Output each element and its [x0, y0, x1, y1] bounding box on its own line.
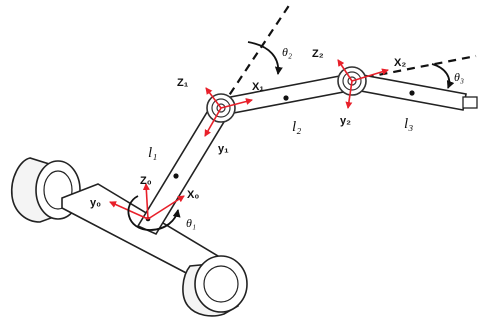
rotation-arrow-theta1	[127, 195, 181, 231]
label-y1: y₁	[218, 143, 229, 155]
end-effector	[462, 96, 478, 109]
front-wheel	[182, 255, 248, 317]
label-l2: l₂	[292, 119, 301, 135]
label-z0: Z₀	[140, 175, 152, 187]
label-z1: Z₁	[177, 77, 189, 89]
axis-x0	[147, 195, 185, 220]
label-theta3: θ₃	[454, 70, 464, 84]
axis-x1	[220, 98, 253, 109]
axis-z1	[205, 87, 222, 109]
link-1	[136, 102, 232, 236]
link-center-dots	[145, 90, 415, 222]
axis-labels: Z₀ X₀ y₀ Z₁ X₁ y₁ Z₂ X₂ y₂	[90, 48, 406, 209]
label-z2: Z₂	[312, 48, 324, 60]
robot-base	[10, 157, 248, 317]
reference-line-link1	[221, 3, 291, 107]
rotation-arrows	[127, 41, 455, 231]
label-x1: X₁	[252, 81, 264, 93]
label-x2: X₂	[394, 57, 406, 69]
label-l3: l₃	[404, 116, 413, 132]
label-theta2: θ₂	[282, 45, 292, 59]
label-y2: y₂	[340, 115, 351, 127]
axis-y1	[204, 107, 222, 137]
label-l1: l₁	[148, 145, 157, 161]
rotation-arrow-theta3	[431, 63, 455, 89]
arm-links	[136, 72, 478, 236]
angle-labels: θ₁ θ₂ θ₃	[186, 45, 464, 230]
label-theta1: θ₁	[186, 216, 196, 230]
label-y0: y₀	[90, 197, 101, 209]
axis-x2	[351, 68, 389, 82]
label-x0: X₀	[187, 189, 199, 201]
rotation-arrow-theta2	[247, 41, 283, 75]
axis-z0	[142, 183, 150, 220]
axis-z2	[337, 59, 353, 82]
axis-y2	[345, 80, 353, 109]
link-labels: l₁ l₂ l₃	[148, 116, 413, 161]
